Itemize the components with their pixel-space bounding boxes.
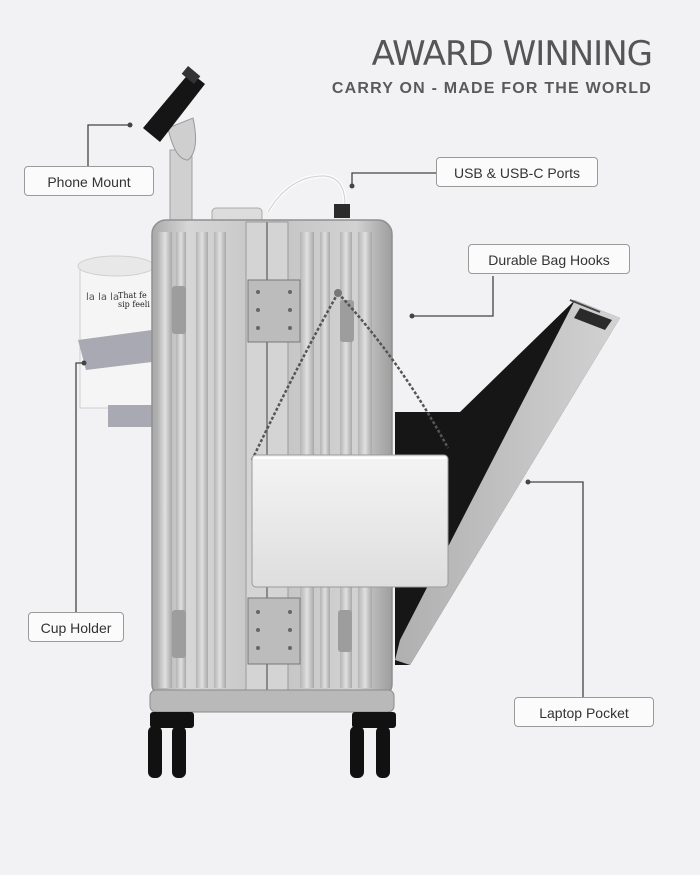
bag-hook-icon — [334, 289, 342, 297]
subheadline: CARRY ON - MADE FOR THE WORLD — [331, 80, 652, 97]
headline: AWARD WINNING — [371, 34, 653, 74]
cup-print-line1: That fe — [118, 291, 147, 300]
usb-cable — [266, 173, 347, 214]
cup-print-line2: sip feeli — [118, 300, 150, 309]
wheels — [148, 712, 396, 778]
phone-mount — [143, 66, 205, 221]
laptop-pocket-panel — [395, 299, 620, 665]
callout-anchor-dots — [81, 122, 531, 485]
callout-phone-mount: Phone Mount — [24, 166, 154, 196]
callout-bag-hooks: Durable Bag Hooks — [468, 244, 630, 274]
callout-usb-ports: USB & USB-C Ports — [436, 157, 598, 187]
cup-print-pattern: la la la — [86, 292, 119, 303]
cup-holder: la la la That fe sip feeli — [77, 255, 155, 427]
handbag — [251, 454, 449, 588]
callout-laptop-pocket: Laptop Pocket — [514, 697, 654, 727]
usb-port-icon — [334, 204, 350, 218]
callout-leader-lines — [75, 124, 584, 697]
bag-chain — [250, 292, 450, 461]
callout-cup-holder: Cup Holder — [28, 612, 124, 642]
